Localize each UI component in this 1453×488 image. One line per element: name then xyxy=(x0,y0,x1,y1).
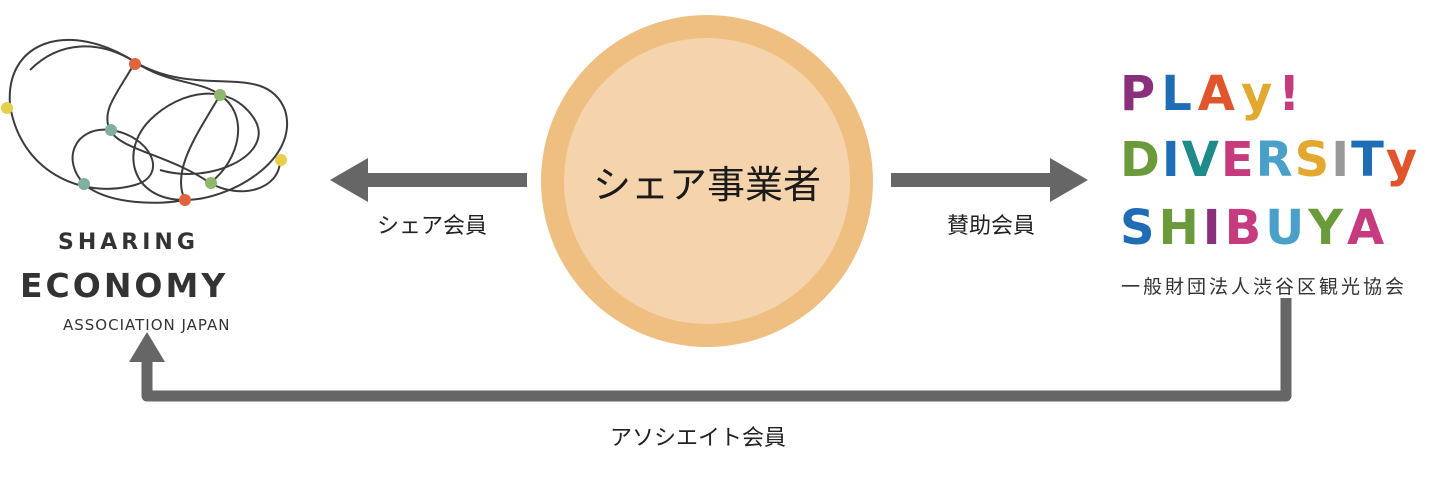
seaj-loop-2 xyxy=(9,104,186,204)
pds-logo-row1: PLAy! xyxy=(1120,70,1306,118)
pds-logo-letter: D xyxy=(1120,132,1162,188)
arrow-pds-to-seaj xyxy=(129,298,1292,402)
arrow-to-pds-shaft xyxy=(891,173,1056,187)
edge-label-to-pds: 賛助会員 xyxy=(947,214,1036,239)
arrow-to-seaj-shaft xyxy=(362,173,527,187)
edge-label-pds-to-seaj: アソシエイト会員 xyxy=(610,426,787,451)
seaj-dot-red-top xyxy=(129,58,141,70)
seaj-logo-line3: ASSOCIATION JAPAN xyxy=(63,316,231,334)
arrow-to-seaj-head xyxy=(330,158,368,202)
seaj-dots xyxy=(1,58,287,206)
pds-logo-letter: Y xyxy=(1308,200,1347,256)
center-node-title: シェア事業者 xyxy=(592,162,821,207)
seaj-dot-teal-low xyxy=(78,178,90,190)
pds-logo-row3: SHIBUYA xyxy=(1120,204,1388,252)
pds-logo-row2: DIVERSITy xyxy=(1120,136,1419,184)
arrow-to-pds xyxy=(891,158,1088,202)
pds-logo-letter: I xyxy=(1331,132,1352,188)
seaj-dot-teal-mid xyxy=(105,124,117,136)
arrow-pds-to-seaj-head xyxy=(129,332,165,362)
seaj-logo-line2: ECONOMY xyxy=(20,266,229,305)
pds-logo-letter: B xyxy=(1224,200,1266,256)
pds-logo-letter: y xyxy=(1240,66,1279,122)
pds-logo-letter: U xyxy=(1265,200,1309,256)
edge-label-to-seaj: シェア会員 xyxy=(377,214,488,239)
seaj-loop-5 xyxy=(179,94,221,201)
pds-logo-letter: ! xyxy=(1278,66,1307,122)
center-node-inner: シェア事業者 xyxy=(564,38,850,324)
pds-logo-letter: R xyxy=(1255,132,1295,188)
seaj-loop-3 xyxy=(106,61,281,193)
arrow-to-pds-head xyxy=(1050,158,1088,202)
pds-logo-letter: S xyxy=(1120,200,1159,256)
pds-logo-letter: P xyxy=(1120,66,1162,122)
pds-logo-letter: I xyxy=(1161,132,1182,188)
seaj-dot-green-right xyxy=(214,89,226,101)
seaj-dot-yellow-right xyxy=(275,154,287,166)
pds-logo-letter: I xyxy=(1202,200,1225,256)
seaj-dot-green-low xyxy=(205,177,217,189)
seaj-dot-red-bottom xyxy=(179,194,191,206)
pds-logo-letter: E xyxy=(1220,132,1256,188)
seaj-logo-line1: SHARING xyxy=(58,230,199,255)
seaj-network-icon xyxy=(8,39,288,204)
center-node: シェア事業者 xyxy=(541,15,873,347)
pds-logo-letter: H xyxy=(1158,200,1203,256)
seaj-loop-4 xyxy=(29,45,239,184)
pds-logo-letter: V xyxy=(1181,132,1221,188)
arrow-pds-to-seaj-path xyxy=(141,298,1292,402)
pds-logo-letter: A xyxy=(1346,200,1389,256)
pds-logo-letter: T xyxy=(1351,132,1386,188)
pds-logo-letter: y xyxy=(1385,132,1420,188)
pds-org-name: 一般財団法人渋谷区観光協会 xyxy=(1121,276,1408,298)
pds-logo-letter: L xyxy=(1161,66,1198,122)
arrow-to-seaj xyxy=(330,158,527,202)
seaj-dot-yellow-left xyxy=(1,102,13,114)
pds-logo-letter: S xyxy=(1294,132,1332,188)
pds-logo-letter: A xyxy=(1197,66,1241,122)
